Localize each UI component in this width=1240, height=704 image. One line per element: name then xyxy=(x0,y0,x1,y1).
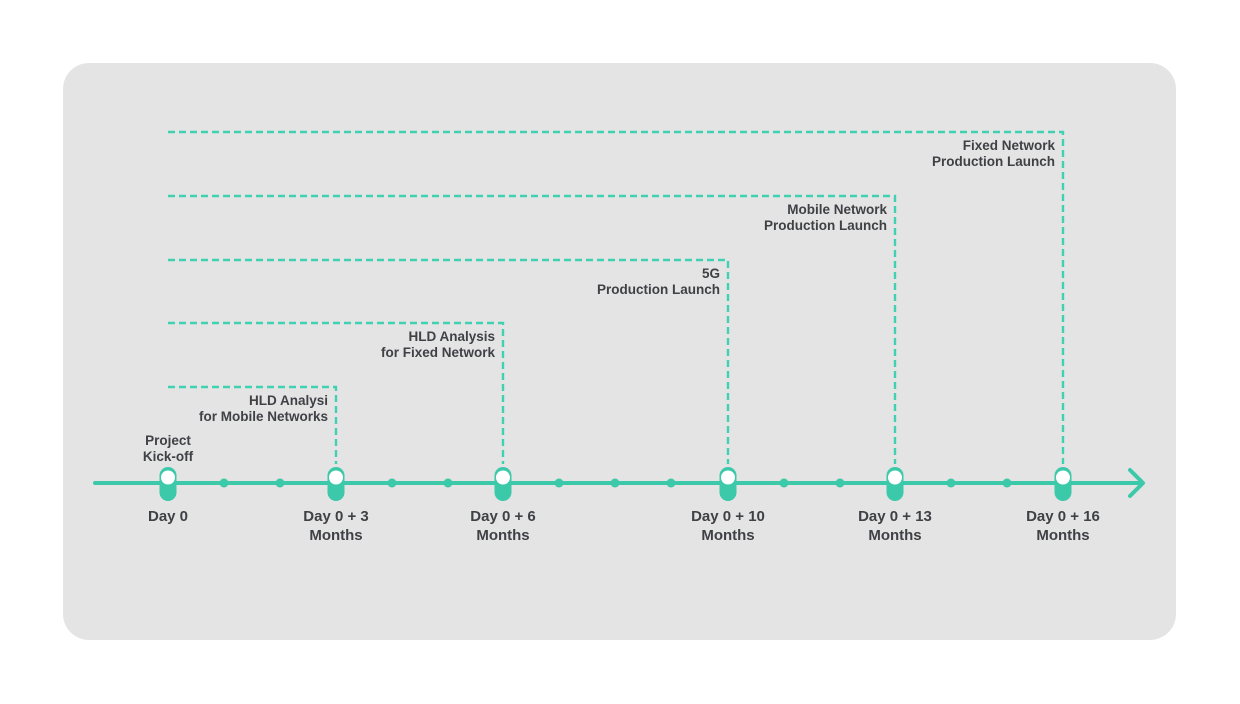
milestone-marker-dot-day-0-3 xyxy=(329,470,343,485)
connector-day-0-6 xyxy=(168,321,505,464)
milestone-marker-dot-day-0 xyxy=(161,470,175,485)
connector-day-0-10 xyxy=(168,258,730,464)
month-dot xyxy=(1002,478,1012,488)
timeline-card xyxy=(63,63,1176,640)
month-dot xyxy=(779,478,789,488)
month-dot xyxy=(554,478,564,488)
connector-day-0-3 xyxy=(168,385,338,464)
milestone-marker-dot-day-0-13 xyxy=(888,470,902,485)
connector-day-0-16 xyxy=(168,130,1065,464)
milestone-marker-dot-day-0-16 xyxy=(1056,470,1070,485)
month-dot xyxy=(387,478,397,488)
month-dot xyxy=(219,478,229,488)
timeline-arrow-icon xyxy=(1128,468,1145,498)
month-dot xyxy=(275,478,285,488)
month-dot xyxy=(835,478,845,488)
month-dot xyxy=(666,478,676,488)
month-dot xyxy=(610,478,620,488)
month-dot xyxy=(946,478,956,488)
month-dot xyxy=(443,478,453,488)
connector-day-0-13 xyxy=(168,194,897,464)
milestone-marker-dot-day-0-10 xyxy=(721,470,735,485)
milestone-marker-dot-day-0-6 xyxy=(496,470,510,485)
